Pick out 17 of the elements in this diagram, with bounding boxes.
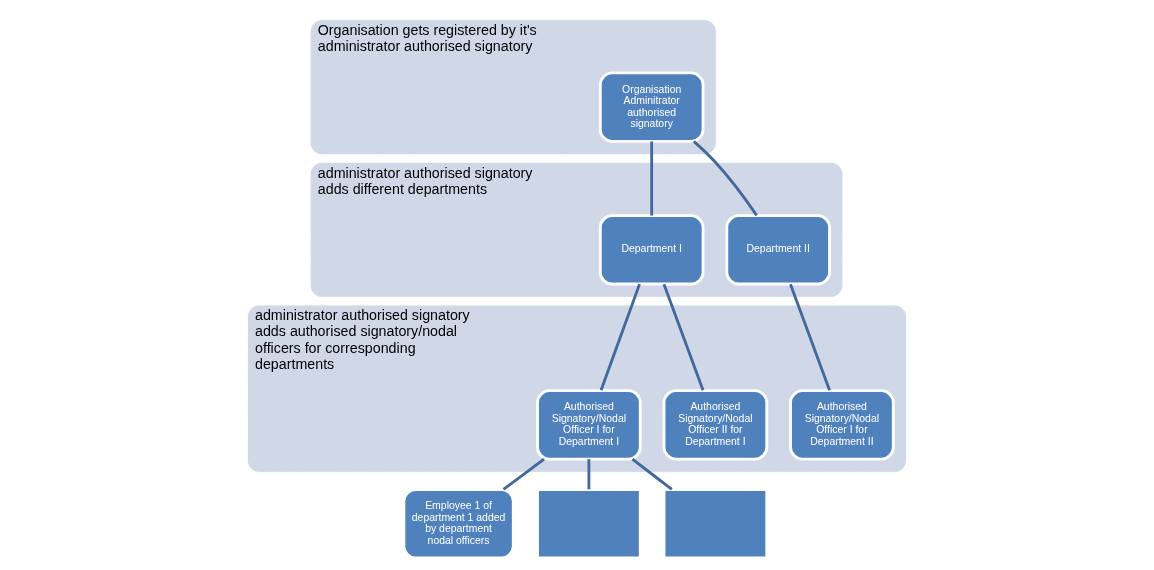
node-box: Department II — [725, 214, 831, 286]
connector — [587, 459, 591, 490]
connector — [662, 283, 705, 391]
node-box: Organisation Adminitrator authorised signatory — [598, 71, 705, 143]
connector — [502, 458, 545, 491]
node-box: Authorised Signatory/Nodal Officer I for Department I — [536, 389, 642, 461]
node-box — [662, 488, 769, 560]
connector — [692, 140, 758, 217]
node-box: Authorised Signatory/Nodal Officer I for Department II — [789, 389, 895, 461]
node-box: Employee 1 of department 1 added by department nodal officers — [402, 488, 515, 560]
connector — [631, 458, 673, 491]
connector — [599, 283, 641, 391]
node-box: Department I — [598, 214, 705, 286]
connector — [789, 283, 831, 391]
node-box — [536, 488, 642, 560]
node-box: Authorised Signatory/Nodal Officer II for Department I — [662, 389, 769, 461]
connector — [650, 141, 654, 216]
